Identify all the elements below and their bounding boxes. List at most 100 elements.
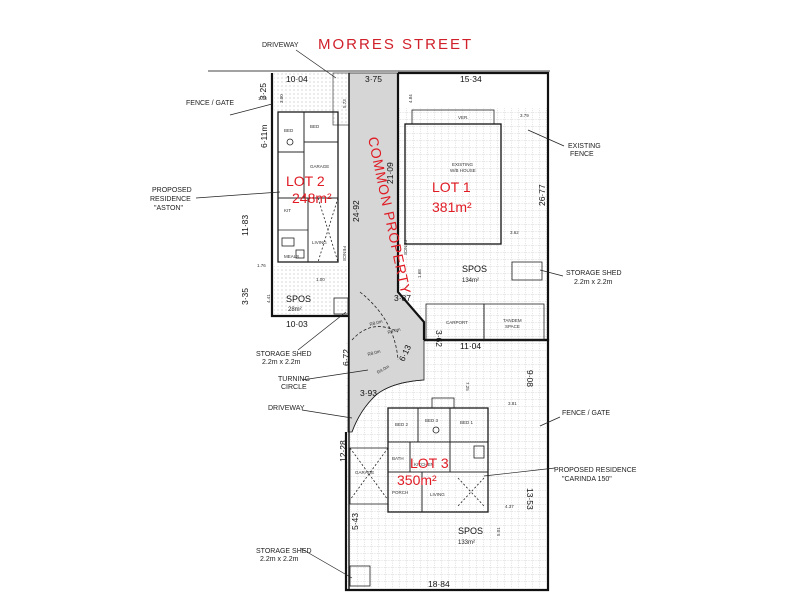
lot2-room-living: LIVING bbox=[312, 240, 327, 245]
leader-driveway-lower bbox=[301, 409, 353, 419]
lot3-area: 350m² bbox=[397, 472, 437, 488]
lot2-yard-hatch bbox=[274, 266, 348, 314]
callout-driveway-lower: DRIVEWAY bbox=[268, 405, 305, 412]
dim-lot2-gate: 1.48 bbox=[258, 96, 267, 101]
callout-fence-gate-left: FENCE / GATE bbox=[186, 100, 234, 107]
callout-storage-shed-lot1-2: 2.2m x 2.2m bbox=[574, 279, 613, 286]
leader-fence-gate-right bbox=[539, 416, 561, 427]
lot2-room-meals: MEALS bbox=[284, 254, 299, 259]
dim-cp-length-b: 24·92 bbox=[351, 200, 361, 222]
lot3-storage-shed bbox=[349, 565, 371, 587]
radius-label-b: R4.0m bbox=[387, 327, 401, 335]
turning-circle-arc-inner bbox=[359, 291, 399, 361]
lot1-name: LOT 1 bbox=[432, 179, 471, 195]
callout-fence-gate-right: FENCE / GATE bbox=[562, 410, 610, 417]
dim-lot3-right-b: 13·53 bbox=[525, 488, 535, 510]
dim-lot3-left-a: 6·72 bbox=[341, 349, 351, 366]
callout-proposed-residence-lot3-1: PROPOSED RESIDENCE bbox=[554, 467, 637, 474]
callout-storage-shed-lot2-1: STORAGE SHED bbox=[256, 351, 312, 358]
lot3-room-living: LIVING bbox=[430, 492, 445, 497]
radius-label-c: R8.0m bbox=[367, 349, 381, 357]
dim-lot1-carport-setback: 1.68 bbox=[417, 269, 422, 278]
lot1-spos-label: SPOS bbox=[462, 264, 487, 274]
dim-lot1-ver-setback: 4.84 bbox=[408, 94, 413, 103]
leader-storage-shed-lot1 bbox=[539, 269, 564, 277]
dim-lot3-side-setback: 4.37 bbox=[505, 504, 514, 509]
lot2-area: 248m² bbox=[292, 190, 332, 206]
lot3-room-bath: BATH bbox=[392, 456, 404, 461]
lot2-storage-shed bbox=[333, 297, 349, 315]
carport-label: CARPORT bbox=[446, 320, 468, 325]
lot2-spos-area: 28m² bbox=[288, 307, 302, 313]
dim-cp-length-a: 21·09 bbox=[385, 162, 395, 184]
existing-house-label-2: W/B HOUSE bbox=[450, 168, 476, 173]
fence-label-a: FENCE bbox=[403, 240, 408, 255]
dim-lot2-top: 10·04 bbox=[286, 74, 308, 84]
lot1-existing-house bbox=[404, 123, 502, 245]
callout-storage-shed-lot1-1: STORAGE SHED bbox=[566, 270, 622, 277]
callout-proposed-residence-lot2-1: PROPOSED bbox=[152, 187, 192, 194]
lot3-name: LOT 3 bbox=[410, 455, 449, 471]
callout-storage-shed-lot2-2: 2.2m x 2.2m bbox=[262, 359, 301, 366]
lot2-room-kit: KIT bbox=[284, 208, 291, 213]
dim-lot3-bottom: 18·84 bbox=[428, 579, 450, 589]
radius-label-d: R4.0m bbox=[376, 364, 390, 375]
lot3-spos-area: 133m² bbox=[458, 540, 475, 546]
leader-fence-gate-left bbox=[229, 103, 273, 116]
callout-driveway-top: DRIVEWAY bbox=[262, 42, 299, 49]
dim-lot2-left-c: 3·35 bbox=[240, 288, 250, 305]
dim-cp-neck: 3·62 bbox=[434, 330, 444, 347]
leader-existing-fence bbox=[527, 129, 565, 147]
dim-lot3-left-c: 5·43 bbox=[350, 513, 360, 530]
lot2-name: LOT 2 bbox=[286, 173, 325, 189]
dim-lot3-rear-setback: 5.01 bbox=[496, 527, 501, 536]
lot3-room-garage: GARAGE bbox=[355, 470, 374, 475]
cp-right-edge bbox=[396, 73, 426, 340]
lot1-verandah-label: VER. bbox=[458, 115, 469, 120]
dim-lot2-left-a: 6·11m bbox=[259, 125, 269, 148]
lot3-room-porch: PORCH bbox=[392, 490, 408, 495]
existing-house-label-1: EXISTING bbox=[452, 162, 474, 167]
callout-proposed-residence-lot3-2: "CARINDA 150" bbox=[562, 476, 612, 483]
leader-storage-shed-lot3 bbox=[299, 547, 353, 579]
lot1-area: 381m² bbox=[432, 199, 472, 215]
dim-lot1-top: 15·34 bbox=[460, 74, 482, 84]
leader-storage-shed-lot2 bbox=[297, 311, 347, 351]
lot3-room-bed3: BED 3 bbox=[425, 418, 439, 423]
lot2-boundary bbox=[270, 73, 348, 318]
lot2-room-bed-a: BED bbox=[284, 128, 294, 133]
fence-label-b: FENCE bbox=[342, 246, 347, 261]
dim-cp-bottom: 3·93 bbox=[360, 388, 377, 398]
lot3-room-bed2: BED 2 bbox=[395, 422, 409, 427]
dim-cp-top: 3·75 bbox=[365, 74, 382, 84]
street-name: MORRES STREET bbox=[318, 36, 473, 53]
callout-storage-shed-lot3-2: 2.2m x 2.2m bbox=[260, 556, 299, 563]
leader-driveway-top bbox=[295, 49, 337, 79]
callout-proposed-residence-lot2-2: RESIDENCE bbox=[150, 196, 191, 203]
turning-circle-arc-outer bbox=[351, 326, 399, 341]
radius-label-a: R8.0m bbox=[369, 319, 383, 327]
dim-lot2-house-setback: 3.00 bbox=[279, 94, 284, 103]
dim-driveway-len: 5.73 bbox=[342, 99, 347, 108]
lot3-residence-plan bbox=[349, 397, 489, 513]
dim-lot3-right-a: 9·08 bbox=[525, 370, 535, 387]
dim-cp-diag: 3·87 bbox=[394, 293, 411, 303]
turning-circle-arc bbox=[351, 379, 425, 433]
driveway-strip bbox=[332, 72, 350, 126]
tandem-space bbox=[483, 303, 545, 341]
callout-existing-fence-1: EXISTING bbox=[568, 143, 601, 150]
tandem-space-label-1: TANDEM bbox=[503, 318, 522, 323]
dim-lot1-right: 26·77 bbox=[537, 184, 547, 206]
lot2-residence-plan bbox=[277, 111, 339, 263]
dim-lot2-left-top: 3·25 bbox=[258, 83, 268, 100]
dim-lot1-right-setback: 3.79 bbox=[520, 113, 529, 118]
tandem-space-label-2: SPACE bbox=[505, 324, 520, 329]
dim-lot3-house-setback: 7.25 bbox=[465, 382, 470, 391]
dim-lot2-rear-setback: 4.41 bbox=[266, 294, 271, 303]
leader-proposed-residence-lot2 bbox=[195, 191, 281, 199]
lot2-spos-label: SPOS bbox=[286, 294, 311, 304]
callout-turning-circle-2: CIRCLE bbox=[281, 384, 307, 391]
dim-lot3-left-b: 12·28 bbox=[338, 440, 348, 462]
dim-lot1-rear-setback: 3.62 bbox=[510, 230, 519, 235]
